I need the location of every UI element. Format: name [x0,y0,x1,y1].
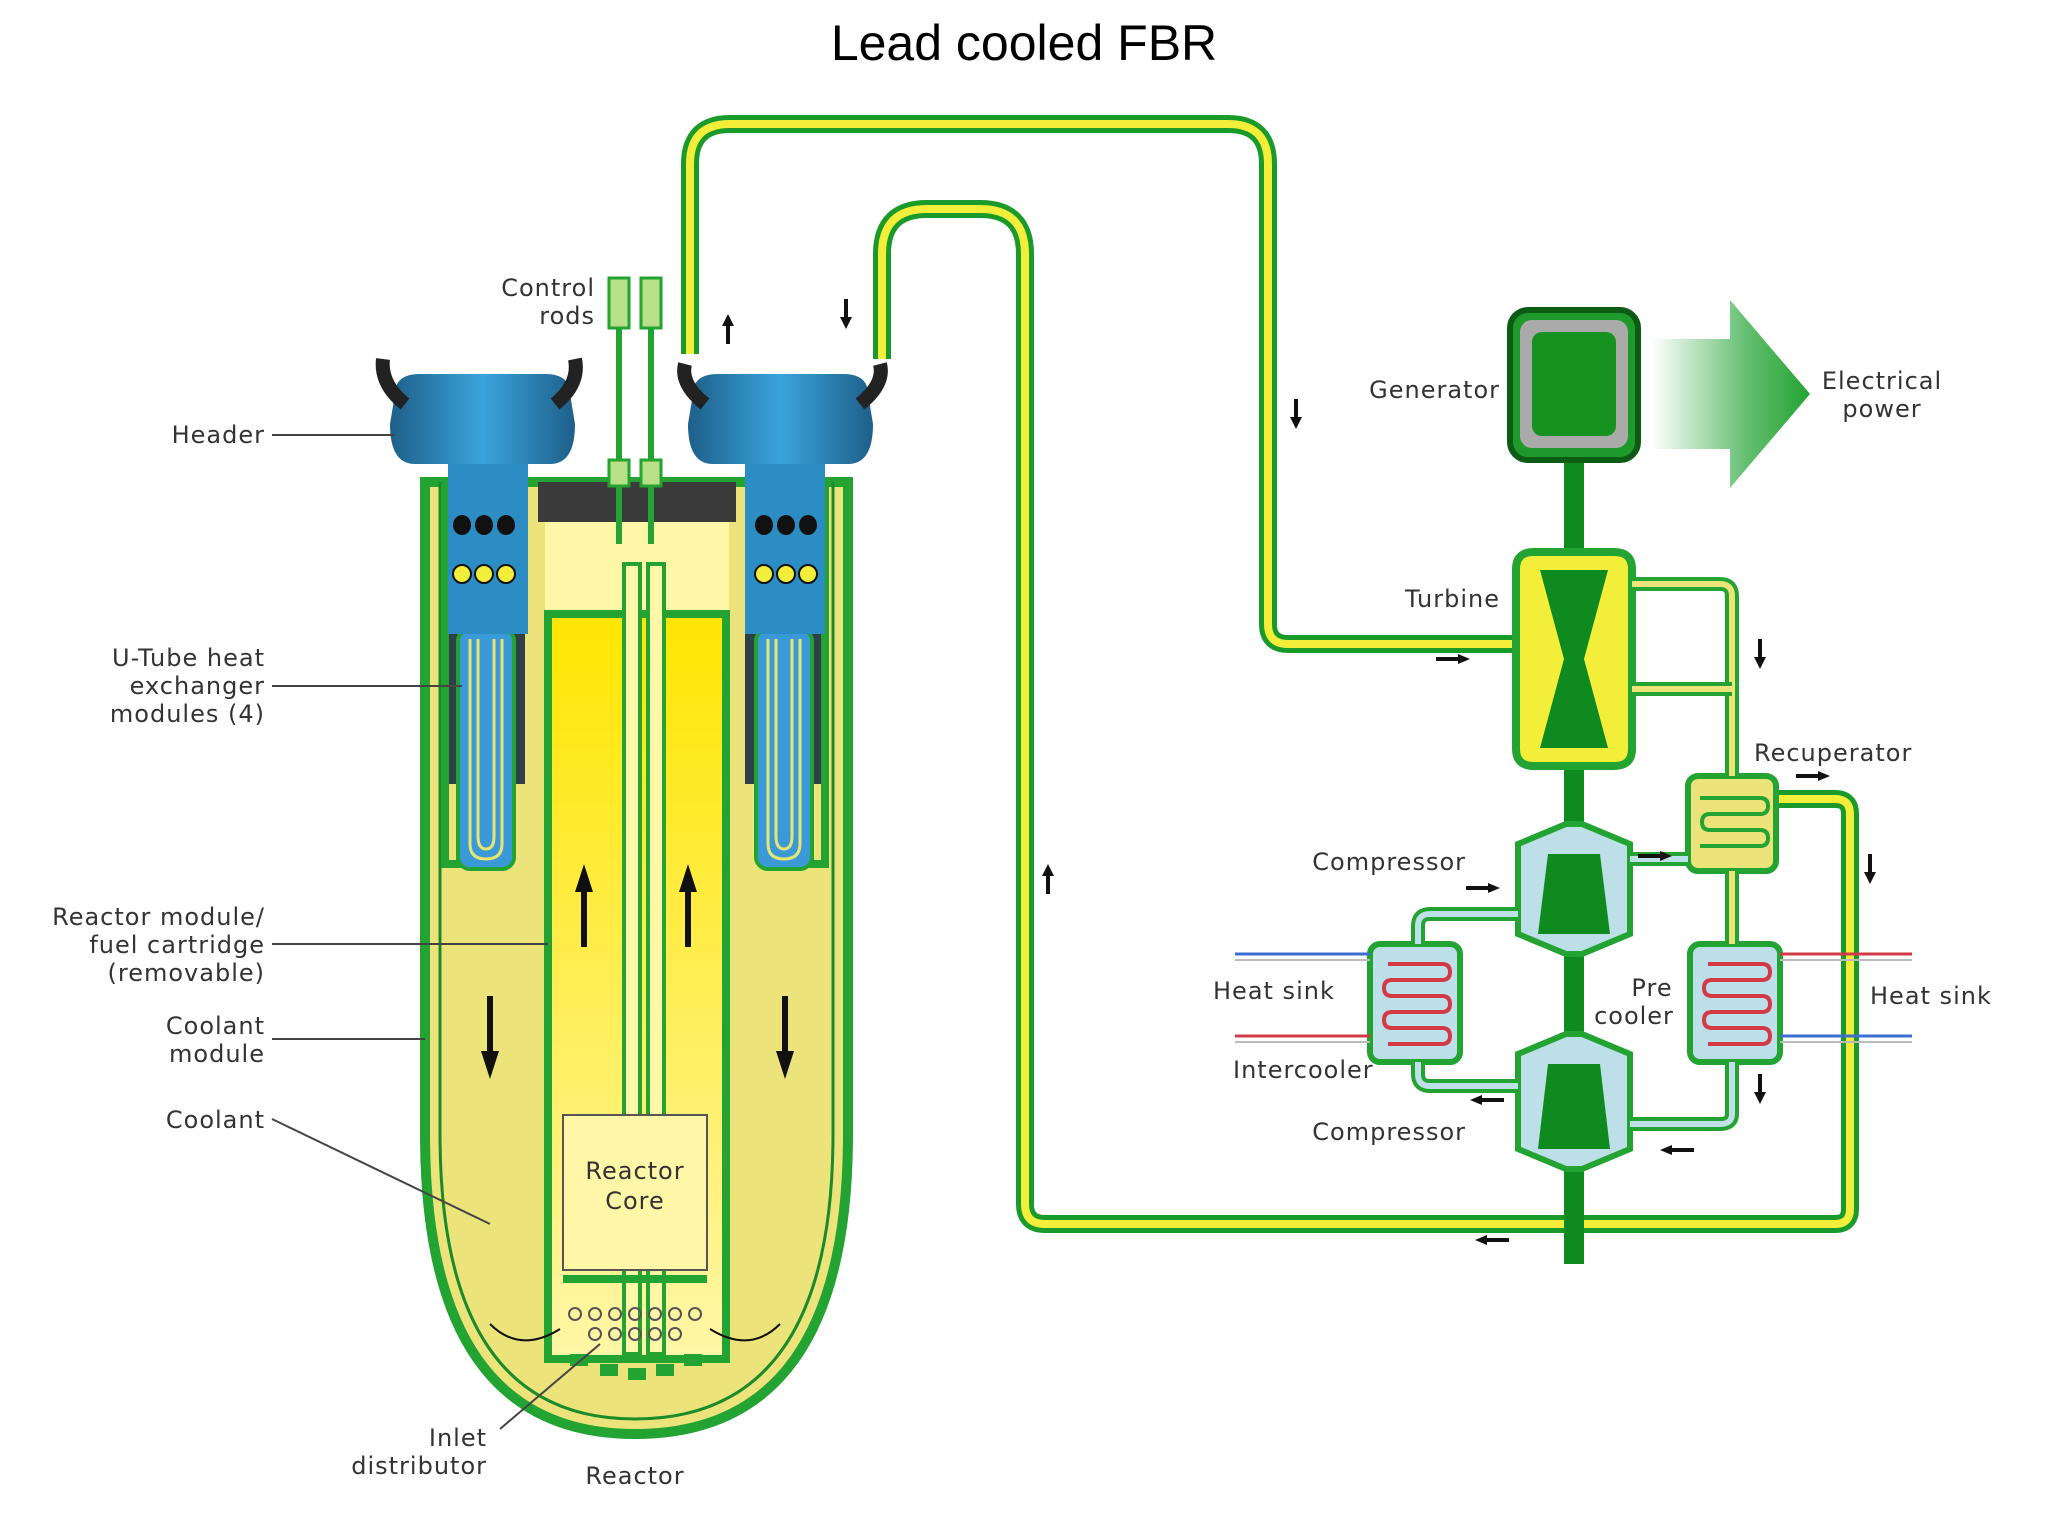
u-tube-heat-exchanger-right [754,627,814,871]
label-reactor-core-2: Core [605,1187,665,1215]
label-reactor-module-2: fuel cartridge [89,931,265,959]
label-control-rods-1: Control [501,274,595,302]
label-electrical-2: power [1842,395,1921,423]
reactor-diagram: Control rods Header U-Tube heat exchange… [52,115,1992,1490]
control-rods [607,276,663,544]
label-inlet-1: Inlet [429,1424,487,1452]
label-heat-sink-left: Heat sink [1213,977,1335,1005]
pipe-flow-arrows [722,299,1509,1245]
reactor-flow-arrows [481,864,794,1342]
label-utube-2: exchanger [130,672,265,700]
label-coolant-module-2: module [169,1040,265,1068]
compressor-top [1515,821,1633,957]
recuperator [1685,773,1779,874]
label-electrical-1: Electrical [1822,367,1942,395]
header-right [677,362,888,634]
fuel-cartridge [538,482,736,1363]
generator [1507,307,1641,463]
turbine [1512,548,1636,770]
label-utube-1: U-Tube heat [112,644,265,672]
label-reactor-module-1: Reactor module/ [52,903,265,931]
slide-title: Lead cooled FBR [830,15,1218,71]
return-pipe-loop [873,200,1859,1233]
label-recuperator: Recuperator [1754,739,1912,767]
label-precooler-1: Pre [1631,974,1672,1002]
label-reactor: Reactor [585,1462,684,1490]
label-reactor-module-3: (removable) [108,959,265,987]
label-inlet-2: distributor [351,1452,487,1480]
label-intercooler: Intercooler [1233,1056,1374,1084]
label-coolant-module-1: Coolant [166,1012,265,1040]
compressor-bottom [1515,1031,1633,1172]
inlet-distributor [568,1307,702,1380]
hot-pipe-loop [681,115,1540,653]
label-heat-sink-right: Heat sink [1870,982,1992,1010]
u-tube-heat-exchanger-left [456,627,516,871]
label-turbine: Turbine [1404,585,1500,613]
header-perforations [452,515,818,584]
power-cycle-arrows [1466,639,1876,1155]
label-control-rods-2: rods [539,302,595,330]
heat-sink-lines [1235,952,1912,1043]
electrical-power-arrow [1652,300,1810,488]
label-utube-3: modules (4) [110,700,265,728]
label-coolant: Coolant [166,1106,265,1134]
precooler [1687,941,1783,1065]
label-header: Header [172,421,265,449]
label-generator: Generator [1369,376,1500,404]
intercooler [1367,941,1463,1065]
power-cycle-piping [1411,577,1739,1131]
label-precooler-2: cooler [1594,1002,1674,1030]
label-reactor-core-1: Reactor [585,1157,684,1185]
leader-lines [271,434,601,1430]
label-compressor-bottom: Compressor [1312,1118,1466,1146]
header-left [375,357,583,634]
label-compressor-top: Compressor [1312,848,1466,876]
